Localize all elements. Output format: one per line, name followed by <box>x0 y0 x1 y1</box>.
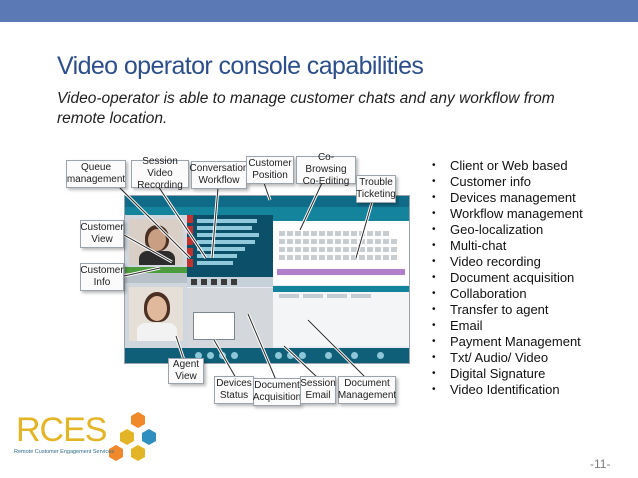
page-number: -11- <box>590 457 611 471</box>
callout-customer-info: Customer Info <box>80 263 124 291</box>
customer-info-controls <box>125 273 187 283</box>
feature-item: •Digital Signature <box>432 366 546 381</box>
bullet-icon: • <box>432 272 436 283</box>
device-icon-bar <box>187 277 273 287</box>
feature-item: •Devices management <box>432 190 576 205</box>
console-screenshot <box>124 195 410 364</box>
callout-customer-position: Customer Position <box>246 156 294 184</box>
callout-agent-view: Agent View <box>168 358 204 384</box>
bullet-icon: • <box>432 384 436 395</box>
queue-list-panel <box>187 215 273 277</box>
logo-tagline: Remote Customer Engagement Services <box>14 449 114 455</box>
top-banner <box>0 0 638 22</box>
callout-devices-status: Devices Status <box>214 376 254 404</box>
feature-item: •Document acquisition <box>432 270 575 285</box>
callout-session-email: Session Email <box>300 376 336 404</box>
document-preview <box>193 312 235 340</box>
feature-item: •Payment Management <box>432 334 581 349</box>
bullet-icon: • <box>432 336 436 347</box>
feature-item: •Geo-localization <box>432 222 544 237</box>
callout-document-acquisition: Document Acquisition <box>253 378 301 406</box>
feature-item: •Video recording <box>432 254 541 269</box>
agent-video-feed <box>129 287 183 341</box>
feature-item: •Video Identification <box>432 382 560 397</box>
bullet-icon: • <box>432 352 436 363</box>
bullet-icon: • <box>432 240 436 251</box>
feature-item: •Email <box>432 318 483 333</box>
video-column <box>125 215 187 363</box>
queue-tabs <box>187 215 193 277</box>
callout-session-video-recording: Session Video Recording <box>131 156 189 191</box>
bullet-icon: • <box>432 176 436 187</box>
callout-queue-management: Queue management <box>66 160 126 188</box>
feature-item: •Workflow management <box>432 206 583 221</box>
bullet-icon: • <box>432 160 436 171</box>
callout-trouble-ticketing: Trouble Ticketing <box>356 175 396 203</box>
callout-conversation-workflow: Conversation Workflow <box>190 161 248 189</box>
callout-customer-view: Customer View <box>80 220 124 248</box>
feature-item: •Collaboration <box>432 286 527 301</box>
bullet-icon: • <box>432 320 436 331</box>
feature-item: •Txt/ Audio/ Video <box>432 350 549 365</box>
bullet-icon: • <box>432 192 436 203</box>
feature-item: •Customer info <box>432 174 531 189</box>
bullet-icon: • <box>432 256 436 267</box>
feature-item: •Transfer to agent <box>432 302 549 317</box>
slide-subtitle: Video-operator is able to manage custome… <box>57 90 555 127</box>
slide-title: Video operator console capabilities <box>57 52 424 80</box>
rces-logo-icon <box>109 412 156 461</box>
bullet-icon: • <box>432 224 436 235</box>
feature-item: •Multi-chat <box>432 238 507 253</box>
bullet-icon: • <box>432 208 436 219</box>
callout-co-browsing: Co-Browsing Co-Editing <box>296 152 356 187</box>
bullet-icon: • <box>432 368 436 379</box>
document-management-panel <box>273 286 409 346</box>
features-list: •Client or Web based •Customer info •Dev… <box>430 158 583 398</box>
customer-video-feed <box>129 219 183 265</box>
feature-item: •Client or Web based <box>432 158 568 173</box>
console-header-bar <box>125 196 409 207</box>
console-toolbar <box>125 207 409 215</box>
bullet-icon: • <box>432 288 436 299</box>
logo-wordmark: RCES <box>16 411 107 449</box>
co-browsing-panel <box>273 215 409 285</box>
callout-document-management: Document Management <box>338 376 396 404</box>
bullet-icon: • <box>432 304 436 315</box>
